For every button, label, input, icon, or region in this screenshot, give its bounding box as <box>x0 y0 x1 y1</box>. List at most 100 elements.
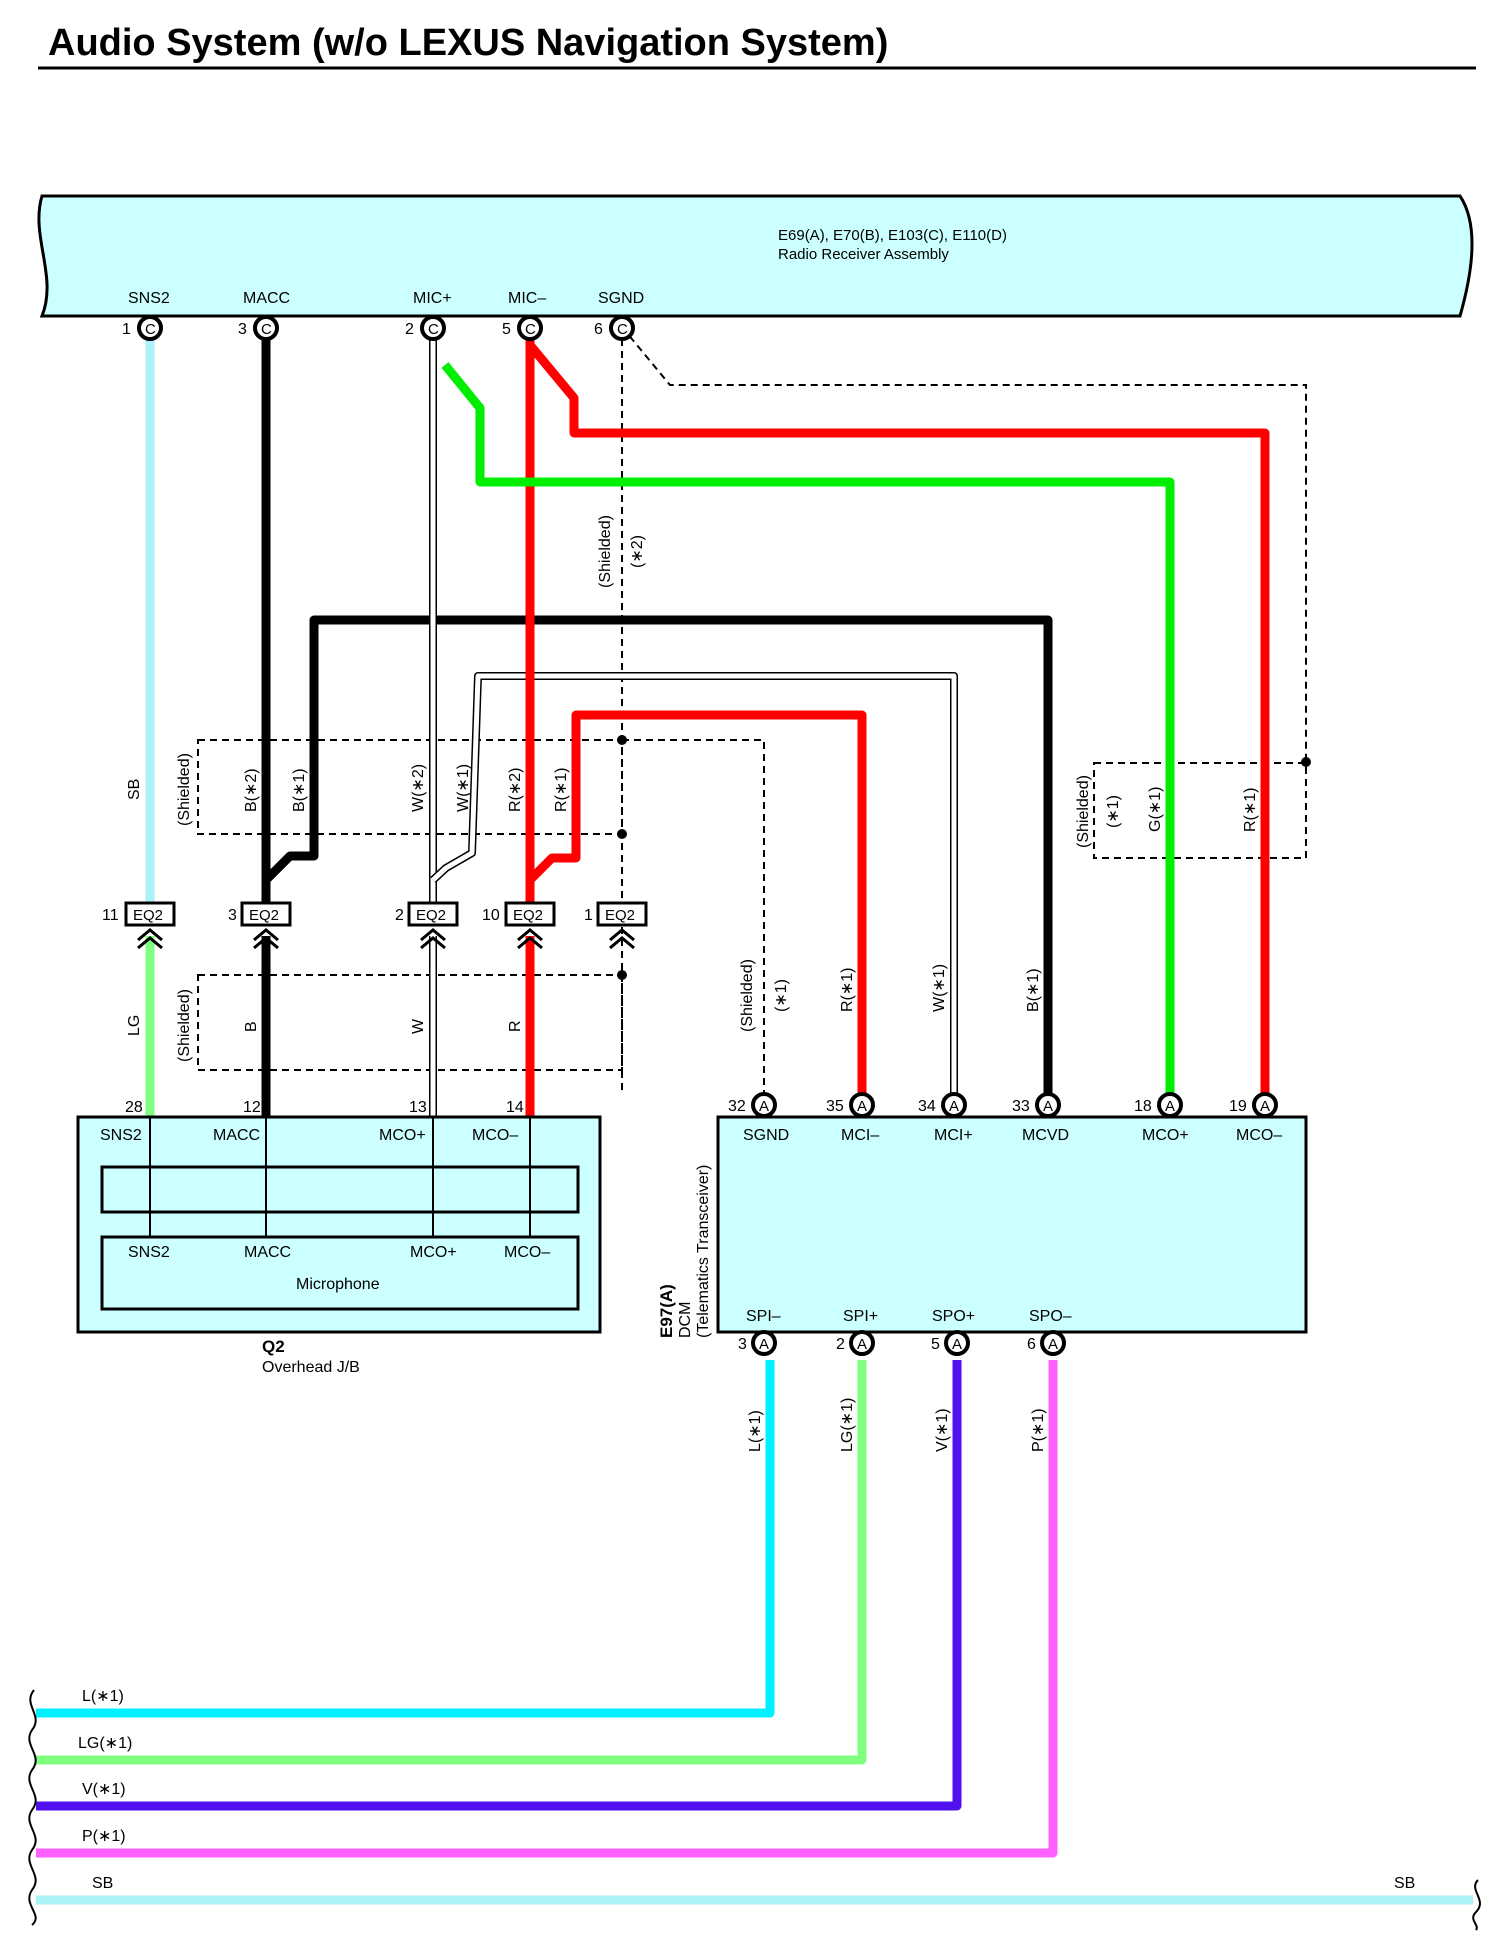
shield-drain-wire <box>621 326 1307 762</box>
wire-p1 <box>36 1360 1058 1858</box>
dcm-pin-conn: A <box>759 1098 769 1115</box>
receiver-pin-conn: C <box>428 321 439 338</box>
receiver-pin-conn: C <box>525 321 536 338</box>
dcm-pin-num: 35 <box>826 1098 844 1115</box>
dcm-pin-name: MCI– <box>841 1127 879 1144</box>
radio-receiver-name: Radio Receiver Assembly <box>778 246 949 263</box>
shield-box <box>622 739 765 1095</box>
dcm-pin-name: SPI+ <box>843 1308 878 1325</box>
receiver-pin-num: 6 <box>594 321 603 338</box>
receiver-pin-name: MIC– <box>508 290 546 307</box>
receiver-pin-name: MIC+ <box>413 290 452 307</box>
microphone-pin-name: SNS2 <box>128 1244 170 1261</box>
overhead-jb-inner <box>100 1165 580 1214</box>
eq2-label: EQ2 <box>416 907 446 924</box>
dcm-pin-conn: A <box>857 1336 867 1353</box>
microphone-pin-name: MCO– <box>504 1244 550 1261</box>
wire-label: B <box>243 1021 260 1032</box>
dcm-pin-num: 3 <box>738 1336 747 1353</box>
wire-g1 <box>441 362 1175 1095</box>
splice-point <box>617 735 627 745</box>
dcm-pin-conn: A <box>1043 1098 1053 1115</box>
receiver-pin-name: SGND <box>598 290 644 307</box>
bus-label: L(∗1) <box>82 1688 124 1705</box>
dcm-pin-num: 5 <box>931 1336 940 1353</box>
dcm-pin-conn: A <box>759 1336 769 1353</box>
wire-r1 <box>526 710 867 1095</box>
dcm-pin-conn: A <box>1048 1336 1058 1353</box>
dcm-pin-num: 6 <box>1027 1336 1036 1353</box>
eq2-label: EQ2 <box>605 907 635 924</box>
wire-b1 <box>262 615 1053 1095</box>
eq2-label: EQ2 <box>513 907 543 924</box>
radio-receiver-box <box>37 194 1474 318</box>
wire-label: (∗1) <box>773 979 790 1012</box>
wire-label: R <box>507 1020 524 1032</box>
overhead-pin-num: 28 <box>125 1099 143 1116</box>
dcm-box <box>716 1115 1308 1334</box>
wire-label: (∗1) <box>1105 795 1122 828</box>
wire-label: W(∗1) <box>931 964 948 1012</box>
break-mark <box>1472 1879 1481 1931</box>
wire-label: B(∗1) <box>1025 968 1042 1012</box>
shield-box <box>197 739 623 835</box>
eq2-pin-num: 11 <box>102 907 119 924</box>
wire-label: B(∗2) <box>243 768 260 812</box>
dcm-pin-name: SPI– <box>746 1308 781 1325</box>
wire-label: W(∗1) <box>455 764 472 812</box>
radio-receiver-code: E69(A), E70(B), E103(C), E110(D) <box>778 227 1007 244</box>
receiver-pin-num: 5 <box>502 321 511 338</box>
shield-box <box>197 974 623 1071</box>
overhead-pin-num: 12 <box>243 1099 261 1116</box>
wire-l1 <box>36 1360 775 1718</box>
dcm-pin-num: 34 <box>918 1098 936 1115</box>
overhead-pin-name: MACC <box>213 1127 260 1144</box>
dcm-subtitle: (Telematics Transceiver) <box>695 1165 712 1338</box>
receiver-pin-conn: C <box>145 321 156 338</box>
dcm-pin-conn: A <box>952 1336 962 1353</box>
wire-label: P(∗1) <box>1030 1408 1047 1452</box>
dcm-connector-pins <box>751 1092 1278 1356</box>
dcm-pin-num: 18 <box>1134 1098 1152 1115</box>
shield-box <box>1093 762 1307 859</box>
wire-label: (Shielded) <box>597 515 614 588</box>
receiver-pin-conn: C <box>261 321 272 338</box>
receiver-pin-conn: C <box>617 321 628 338</box>
eq2-label: EQ2 <box>133 907 163 924</box>
dcm-pin-name: MCVD <box>1022 1127 1069 1144</box>
wire-label: R(∗2) <box>507 767 524 812</box>
eq2-pin-num: 1 <box>584 907 593 924</box>
wire-label: L(∗1) <box>747 1410 764 1452</box>
dcm-pin-name: MCI+ <box>934 1127 973 1144</box>
wire-label: (Shielded) <box>176 989 193 1062</box>
microphone-pin-name: MCO+ <box>410 1244 457 1261</box>
wire-label: W <box>410 1018 427 1034</box>
receiver-pin-num: 3 <box>238 321 247 338</box>
overhead-name: Overhead J/B <box>262 1359 360 1376</box>
dcm-pin-conn: A <box>857 1098 867 1115</box>
dcm-pin-num: 33 <box>1012 1098 1030 1115</box>
eq2-pin-num: 3 <box>228 907 237 924</box>
overhead-pin-name: SNS2 <box>100 1127 142 1144</box>
receiver-connector-pins <box>137 315 635 341</box>
dcm-pin-conn: A <box>1260 1098 1270 1115</box>
receiver-pin-num: 2 <box>405 321 414 338</box>
wire-label: W(∗2) <box>410 764 427 812</box>
dcm-pin-conn: A <box>949 1098 959 1115</box>
splice-point <box>617 970 627 980</box>
bus-label: V(∗1) <box>82 1781 126 1798</box>
dcm-pin-name: SGND <box>743 1127 789 1144</box>
receiver-pin-name: MACC <box>243 290 290 307</box>
overhead-pin-num: 13 <box>409 1099 427 1116</box>
overhead-pin-num: 14 <box>506 1099 524 1116</box>
overhead-pin-name: MCO– <box>472 1127 518 1144</box>
wire-label: (∗2) <box>629 535 646 568</box>
bus-label: SB <box>92 1875 113 1892</box>
wire-label: R(∗1) <box>839 967 856 1012</box>
dcm-code: E97(A) <box>657 1284 676 1338</box>
eq2-pin-num: 10 <box>482 907 500 924</box>
bus-label: SB <box>1394 1875 1415 1892</box>
dcm-pin-num: 32 <box>728 1098 746 1115</box>
microphone-pin-name: MACC <box>244 1244 291 1261</box>
bus-label: P(∗1) <box>82 1828 126 1845</box>
